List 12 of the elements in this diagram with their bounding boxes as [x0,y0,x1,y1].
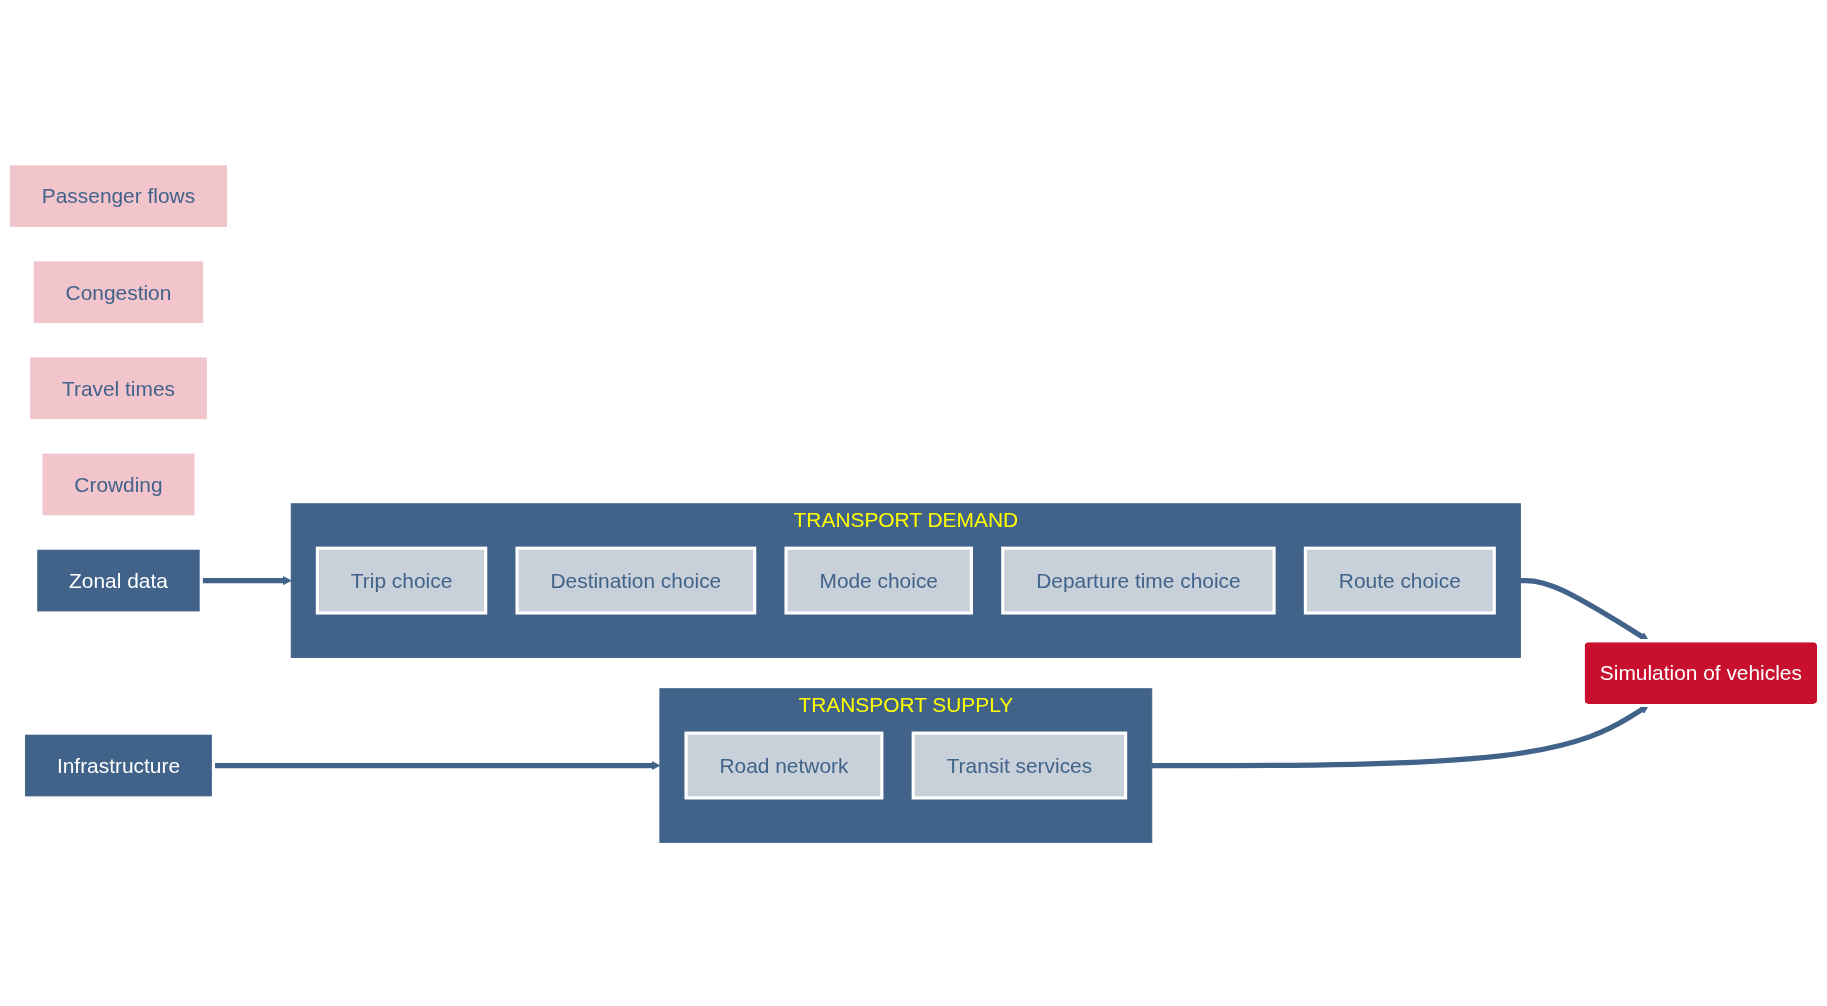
node-box: Zonal data [34,546,203,615]
node-box: Trip choice [315,546,488,615]
node-box: Route choice [1303,546,1496,615]
arrow [201,576,292,586]
node-box: Transit services [911,731,1128,800]
node-box: Departure time choice [1001,546,1276,615]
arrow [1520,577,1650,642]
node-box: Crowding [39,450,198,519]
arrow [1151,705,1650,769]
node-box: Mode choice [784,546,973,615]
node-box: Destination choice [515,546,757,615]
node-box: Road network [684,731,884,800]
